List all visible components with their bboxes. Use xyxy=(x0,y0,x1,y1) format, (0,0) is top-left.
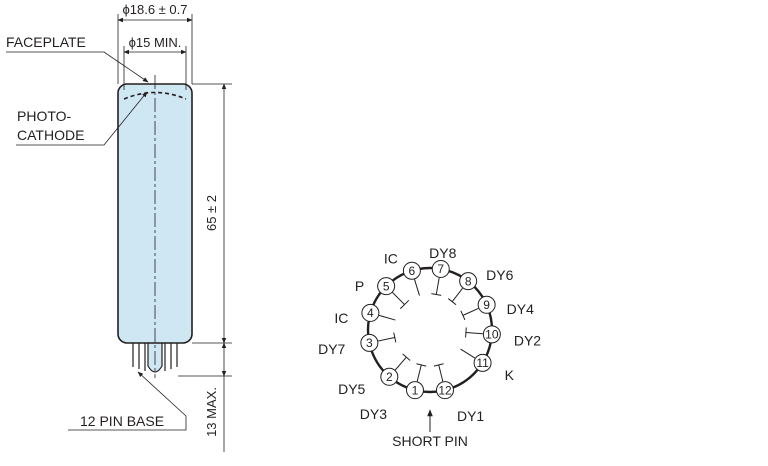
dynode-mark xyxy=(447,298,457,306)
pin-circle xyxy=(477,295,496,314)
dynode-mark xyxy=(416,363,427,367)
photocathode-label-line2: CATHODE xyxy=(17,127,84,143)
pin-9: 9 DY4 xyxy=(477,295,534,317)
electrode-lead xyxy=(394,356,407,371)
pin-number: 6 xyxy=(409,264,416,278)
electrode-lead xyxy=(435,277,440,295)
pin-label: DY8 xyxy=(429,245,456,261)
pin-circle xyxy=(360,333,379,352)
pin-label: DY6 xyxy=(486,267,513,283)
dynode-mark xyxy=(402,353,411,361)
pin-circle xyxy=(406,381,425,400)
pin-6: 6 IC xyxy=(384,251,421,280)
electrode-lead xyxy=(392,292,405,305)
electrode-lead xyxy=(416,364,422,382)
pin-5: 5P xyxy=(355,277,396,296)
electrode-lead xyxy=(378,314,396,321)
electrode-lead xyxy=(465,332,483,335)
pin-label: K xyxy=(505,367,515,383)
pin-circle xyxy=(377,277,396,296)
pin-label: DY1 xyxy=(457,408,484,424)
faceplate-label: FACEPLATE xyxy=(6,34,86,50)
pin-8: 8 DY6 xyxy=(459,267,514,291)
pin-number: 12 xyxy=(438,383,452,397)
pin-circle xyxy=(361,303,380,322)
inner-diameter-label: ϕ15 MIN. xyxy=(129,35,182,50)
pin-number: 2 xyxy=(386,370,393,384)
pin-3: 3 DY7 xyxy=(318,333,379,357)
outer-diameter-label: ϕ18.6 ± 0.7 xyxy=(122,2,187,17)
faceplate-leader xyxy=(6,51,149,83)
length-label: 65 ± 2 xyxy=(204,195,219,231)
pin-circle xyxy=(482,325,501,344)
pin-label: IC xyxy=(334,310,348,326)
dynode-structure xyxy=(378,277,483,382)
photocathode-leader xyxy=(16,91,148,146)
pin-label: P xyxy=(355,278,364,294)
dynode-mark xyxy=(460,310,466,321)
pin-number: 4 xyxy=(367,306,374,320)
pin-label: DY7 xyxy=(318,341,345,357)
base-length-label: 13 MAX. xyxy=(204,387,219,437)
pin-circle xyxy=(431,259,450,278)
pin-number: 3 xyxy=(366,336,373,350)
pin-number: 11 xyxy=(476,356,489,370)
electrode-lead xyxy=(378,336,395,342)
electrode-lead xyxy=(460,348,476,359)
dynode-mark xyxy=(431,293,442,296)
pin-circle xyxy=(459,272,478,291)
pin-label: IC xyxy=(384,251,398,267)
pin-base-label: 12 PIN BASE xyxy=(80,413,164,429)
electrode-lead xyxy=(414,279,420,296)
pin-circle xyxy=(402,261,421,280)
pin-label: DY4 xyxy=(507,301,534,317)
dynode-mark xyxy=(393,332,397,343)
pin-11: 11K xyxy=(473,353,515,383)
pin-number: 7 xyxy=(437,262,444,276)
pin-label: DY3 xyxy=(360,406,387,422)
pin-label: DY2 xyxy=(514,332,541,348)
pin-number: 8 xyxy=(465,274,472,288)
pin-4: 4 IC xyxy=(334,303,380,326)
pin-circle xyxy=(380,367,399,386)
pin-base-leader xyxy=(68,371,187,431)
photocathode-label-line1: PHOTO- xyxy=(17,108,72,124)
anode-mark xyxy=(399,299,410,310)
pin-label: DY5 xyxy=(338,381,365,397)
pin-number: 9 xyxy=(483,298,490,312)
electrode-lead xyxy=(462,307,479,316)
pin-number: 5 xyxy=(383,279,390,293)
dynode-mark xyxy=(433,363,444,367)
pin-number: 1 xyxy=(412,383,419,397)
short-pin-label: SHORT PIN xyxy=(392,433,468,449)
tube-side-view xyxy=(6,14,232,452)
electrode-lead xyxy=(438,364,444,382)
pin-circle xyxy=(473,353,492,372)
pin-circle xyxy=(435,381,454,400)
dynode-mark xyxy=(465,327,467,338)
electrode-lead xyxy=(451,287,464,302)
pin-10: 10 DY2 xyxy=(482,325,541,348)
base-pins xyxy=(132,343,178,371)
pin-number: 10 xyxy=(485,328,499,342)
